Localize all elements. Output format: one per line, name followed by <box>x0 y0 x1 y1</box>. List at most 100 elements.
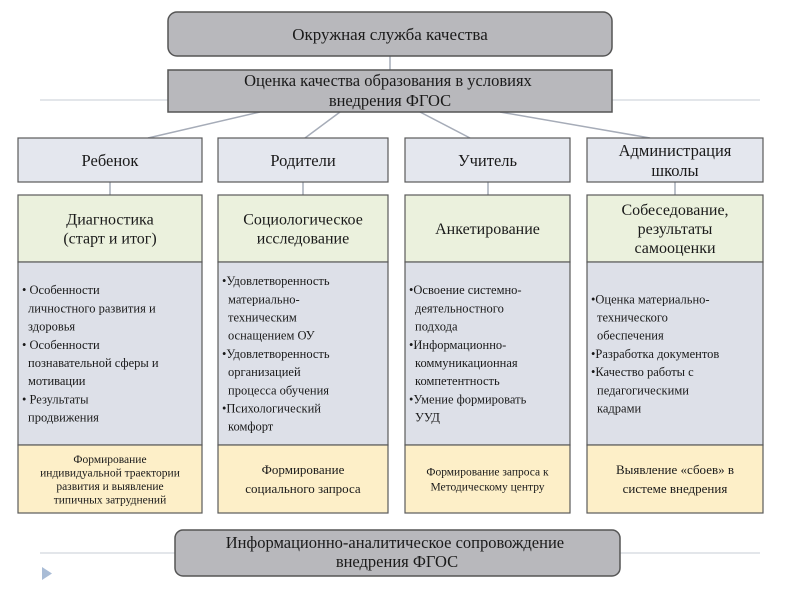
method-line: (старт и итог) <box>63 231 156 248</box>
items-line: продвижения <box>28 411 99 425</box>
items-line: • Результаты <box>22 392 89 406</box>
header-text: Учитель <box>458 151 518 170</box>
method-line: результаты <box>638 221 713 238</box>
items-line: процесса обучения <box>228 383 329 397</box>
items-line: педагогическими <box>597 383 689 397</box>
outcome-line: Формирование запроса к <box>426 467 549 479</box>
outcome-line: Выявление «сбоев» в <box>616 462 734 477</box>
outcome-box <box>586 444 764 514</box>
items-line: техническим <box>228 310 297 324</box>
items-line: обеспечения <box>597 329 664 343</box>
outcome-line: социального запроса <box>245 481 361 496</box>
service-node: Окружная служба качества <box>167 11 613 57</box>
outcome-cell: Формирование запроса к Методическому цент… <box>404 444 571 514</box>
items-line: технического <box>597 310 668 324</box>
items-line: УУД <box>415 411 440 425</box>
support-line: внедрения ФГОС <box>336 552 458 571</box>
header-line: Учитель <box>458 151 518 170</box>
header-cell: Родители <box>217 137 389 183</box>
items-line: • Особенности <box>22 338 100 352</box>
service-box <box>167 11 613 57</box>
items-line: •Разработка документов <box>591 347 719 361</box>
outcome-line: развития и выявление <box>56 481 163 493</box>
method-box <box>17 194 203 263</box>
method-line: Социологическое <box>243 212 363 229</box>
items-line: •Умение формировать <box>409 392 527 406</box>
items-line: •Удовлетворенность <box>222 347 330 361</box>
header-box <box>217 137 389 183</box>
method-line: Диагностика <box>66 212 153 229</box>
items-line: деятельностного <box>415 301 504 315</box>
method-cell: Анкетирование <box>404 194 571 263</box>
items-line: организацией <box>228 365 301 379</box>
header-text: Ребенок <box>82 151 140 170</box>
connector-line <box>499 111 651 139</box>
support-line: Информационно-аналитическое сопровождени… <box>226 533 564 552</box>
header-line: Ребенок <box>82 151 140 170</box>
header-box <box>404 137 571 183</box>
header-box <box>586 137 764 183</box>
support-label: Информационно-аналитическое сопровождени… <box>226 533 568 571</box>
method-cell: Собеседование, результаты самооценки <box>586 194 764 263</box>
items-box <box>217 261 389 446</box>
method-line: Анкетирование <box>435 221 540 238</box>
connector-line <box>147 111 261 139</box>
connectors <box>109 56 676 195</box>
items-box <box>586 261 764 446</box>
outcome-text: Формирование социального запроса <box>245 462 361 496</box>
items-line: •Удовлетворенность <box>222 274 330 288</box>
items-line: мотивации <box>28 374 86 388</box>
header-text: Родители <box>270 151 336 170</box>
method-line: Собеседование, <box>621 202 728 219</box>
method-text: Собеседование, результаты самооценки <box>621 202 728 257</box>
items-line: • Особенности <box>22 283 100 297</box>
method-cell: Диагностика (старт и итог) <box>17 194 203 263</box>
outcome-box <box>17 444 203 514</box>
outcome-cell: Формирование социального запроса <box>217 444 389 514</box>
method-text: Диагностика (старт и итог) <box>63 212 156 248</box>
assessment-box <box>167 69 613 113</box>
method-box <box>217 194 389 263</box>
items-line: здоровья <box>28 320 75 334</box>
method-text: Анкетирование <box>435 221 540 238</box>
items-line: оснащением ОУ <box>228 329 315 343</box>
items-text: •Оценка материально-технического обеспече… <box>591 292 719 415</box>
outcome-box <box>404 444 571 514</box>
outcome-line: системе внедрения <box>623 481 728 496</box>
method-line: самооценки <box>634 240 716 257</box>
outcome-line: индивидуальной траектории <box>40 467 180 479</box>
items-text: •Удовлетворенность материально-технически… <box>222 274 330 434</box>
items-line: кадрами <box>597 401 642 415</box>
outcome-cell: Выявление «сбоев» в системе внедрения <box>586 444 764 514</box>
play-triangle-icon[interactable] <box>42 567 52 580</box>
items-line: материально- <box>228 292 300 306</box>
outcome-line: Формирование <box>73 454 146 466</box>
items-line: •Оценка материально- <box>591 292 710 306</box>
assessment-node: Оценка качества образования в условиях в… <box>167 69 613 113</box>
items-cell: •Оценка материально-технического обеспече… <box>586 261 764 446</box>
outcome-line: Методическому центру <box>430 482 544 494</box>
header-line: Администрация <box>619 141 732 160</box>
items-line: компетентность <box>415 374 500 388</box>
outcome-line: Формирование <box>262 462 345 477</box>
items-line: подхода <box>415 320 458 334</box>
items-line: познавательной сферы и <box>28 356 159 370</box>
outcome-line: типичных затруднений <box>54 494 167 506</box>
items-box <box>17 261 203 446</box>
outcome-text: Выявление «сбоев» в системе внедрения <box>616 462 734 496</box>
items-line: •Информационно- <box>409 338 506 352</box>
items-line: •Качество работы с <box>591 365 694 379</box>
header-line: школы <box>651 161 698 180</box>
connector-line <box>304 111 341 139</box>
